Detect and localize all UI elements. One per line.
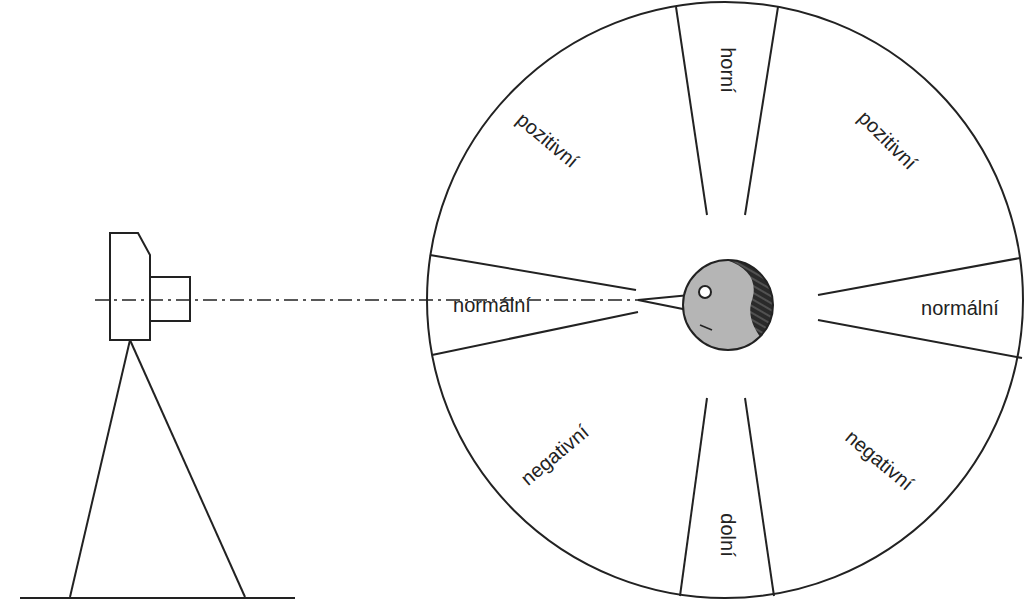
wedge-line [818, 258, 1020, 295]
wedge-line [430, 255, 636, 290]
angle-label: pozitivní [855, 107, 921, 173]
ground-line [20, 597, 295, 599]
camera-body [110, 233, 150, 340]
wedge-line [676, 7, 707, 215]
angle-label: negativní [842, 426, 917, 493]
angle-label: pozitivní [513, 109, 582, 171]
wedge-line [818, 320, 1022, 358]
angle-label: normální [453, 295, 531, 315]
optical-axis [95, 299, 638, 301]
angle-circle [427, 2, 1023, 598]
wedge-line [432, 312, 638, 355]
angle-label: normální [921, 298, 999, 318]
head-figure [638, 250, 790, 360]
tripod-leg [130, 340, 245, 597]
angle-label: dolní [718, 513, 738, 556]
tripod-leg [70, 340, 130, 597]
camera-lens [150, 277, 190, 321]
angle-label: horní [718, 47, 738, 93]
wedge-line [680, 398, 707, 596]
wedge-line [745, 7, 778, 215]
angle-label: negativní [517, 421, 592, 488]
wedge-line [745, 398, 774, 596]
